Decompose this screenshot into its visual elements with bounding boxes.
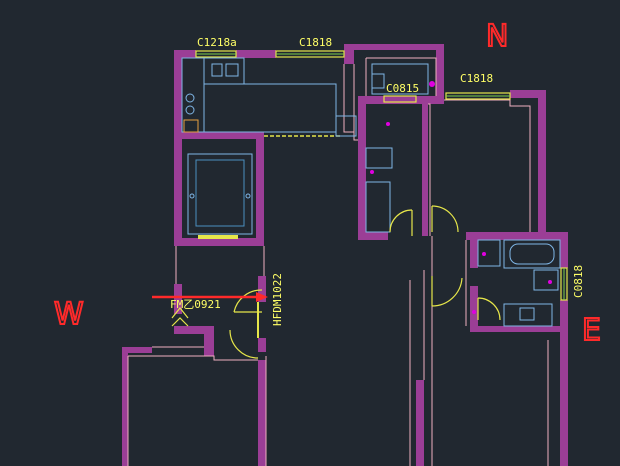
kitchen-counter-top xyxy=(203,57,245,85)
wall-sw-west xyxy=(122,347,128,466)
outline-stair xyxy=(353,64,358,141)
lamp-icon xyxy=(245,193,251,199)
toilet-icon xyxy=(533,269,559,291)
walls xyxy=(122,44,568,466)
label-door-hfdm: HFDM1022 xyxy=(271,273,284,326)
door-arc-bath xyxy=(389,209,413,233)
wall-ne-upper xyxy=(436,44,444,100)
wall-bath-west xyxy=(358,96,366,238)
shower-icon xyxy=(477,239,501,267)
wall-top-right xyxy=(344,44,444,50)
label-window-c1818-right: C1818 xyxy=(460,72,493,85)
fixtures xyxy=(181,57,561,327)
compass-north: N xyxy=(486,19,508,54)
wall-east-lower xyxy=(560,330,568,466)
wall-ne-top xyxy=(510,90,546,98)
compass-west: W xyxy=(54,297,84,332)
stair-landing xyxy=(335,115,357,137)
entry-arrow-head-icon xyxy=(256,292,268,302)
wall-south-east xyxy=(258,360,266,466)
outlet-dot-icon xyxy=(472,310,476,314)
door-arc-east-bath xyxy=(477,297,501,321)
kitchen-sink-right-icon xyxy=(225,63,239,77)
outlet-dot-icon xyxy=(482,252,486,256)
wall-bath-top xyxy=(358,96,444,104)
compass-east: E xyxy=(582,313,601,348)
wall-bedroom-bottom xyxy=(174,238,264,246)
wall-bath-east xyxy=(422,96,428,236)
wall-corridor-south xyxy=(416,380,424,466)
label-window-c1218a: C1218a xyxy=(197,36,237,49)
vanity-icon xyxy=(365,181,391,233)
wall-east-pier-bottom xyxy=(560,300,568,330)
wall-west-upper xyxy=(174,50,182,246)
wall-east-pier-top xyxy=(560,232,568,268)
basin-icon xyxy=(519,307,535,321)
annotations: N W E xyxy=(53,18,602,349)
stove-burner-icon xyxy=(185,105,195,115)
bed-mattress xyxy=(195,159,245,227)
outlet-dot-icon xyxy=(386,122,390,126)
label-window-c1818-top: C1818 xyxy=(299,36,332,49)
wall-top-mid xyxy=(236,50,276,58)
stove-burner-icon xyxy=(185,93,195,103)
basin-counter-icon xyxy=(503,303,553,327)
outline-living-north xyxy=(444,99,531,232)
door-arc-lower xyxy=(229,329,259,359)
wall-entry-south xyxy=(174,326,214,334)
outlet-dot-icon xyxy=(429,81,435,87)
outlet-markers xyxy=(370,81,552,314)
toilet-icon xyxy=(365,147,393,169)
label-window-c0815: C0815 xyxy=(386,82,419,95)
wall-top-left-stub xyxy=(174,50,196,58)
wall-kitchen-bottom xyxy=(174,132,264,139)
outline-south xyxy=(128,355,258,361)
wall-entry-east-upper xyxy=(258,276,266,302)
bathtub-icon xyxy=(503,239,561,269)
lamp-icon xyxy=(189,193,195,199)
appliance-icon xyxy=(183,119,199,133)
wall-top-pier xyxy=(344,44,354,64)
outlet-dot-icon xyxy=(548,280,552,284)
label-door-fm: FM乙0921 xyxy=(170,298,221,311)
wall-entry-corner xyxy=(204,326,214,356)
outline-small-room xyxy=(366,57,437,96)
outlet-dot-icon xyxy=(370,170,374,174)
wall-entry-east-lower xyxy=(258,338,266,352)
wall-bath-bottom xyxy=(358,232,388,240)
wall-east-bath-west xyxy=(470,240,478,268)
outline-kitchen-east xyxy=(343,64,354,133)
wall-bedroom-east xyxy=(256,136,264,246)
windows xyxy=(195,50,568,301)
wall-east-bath-bottom xyxy=(470,326,568,332)
small-sink-icon xyxy=(371,73,385,89)
wall-east-upper xyxy=(538,90,546,240)
outline-hall-left xyxy=(428,103,431,236)
wall-east-bath-west-lower xyxy=(470,286,478,326)
wall-east-bath-top xyxy=(466,232,566,240)
door-swing-marker-icon xyxy=(171,307,189,319)
door-arc-corridor xyxy=(431,277,463,307)
kitchen-sink-left-icon xyxy=(211,63,223,77)
window-c0815 xyxy=(383,95,417,103)
window-bedroom-sill xyxy=(198,235,238,239)
wall-entry-west xyxy=(174,284,182,314)
wall-sw-top xyxy=(122,347,152,353)
label-window-c0818: C0818 xyxy=(572,265,585,298)
door-arc-hall xyxy=(431,205,459,233)
